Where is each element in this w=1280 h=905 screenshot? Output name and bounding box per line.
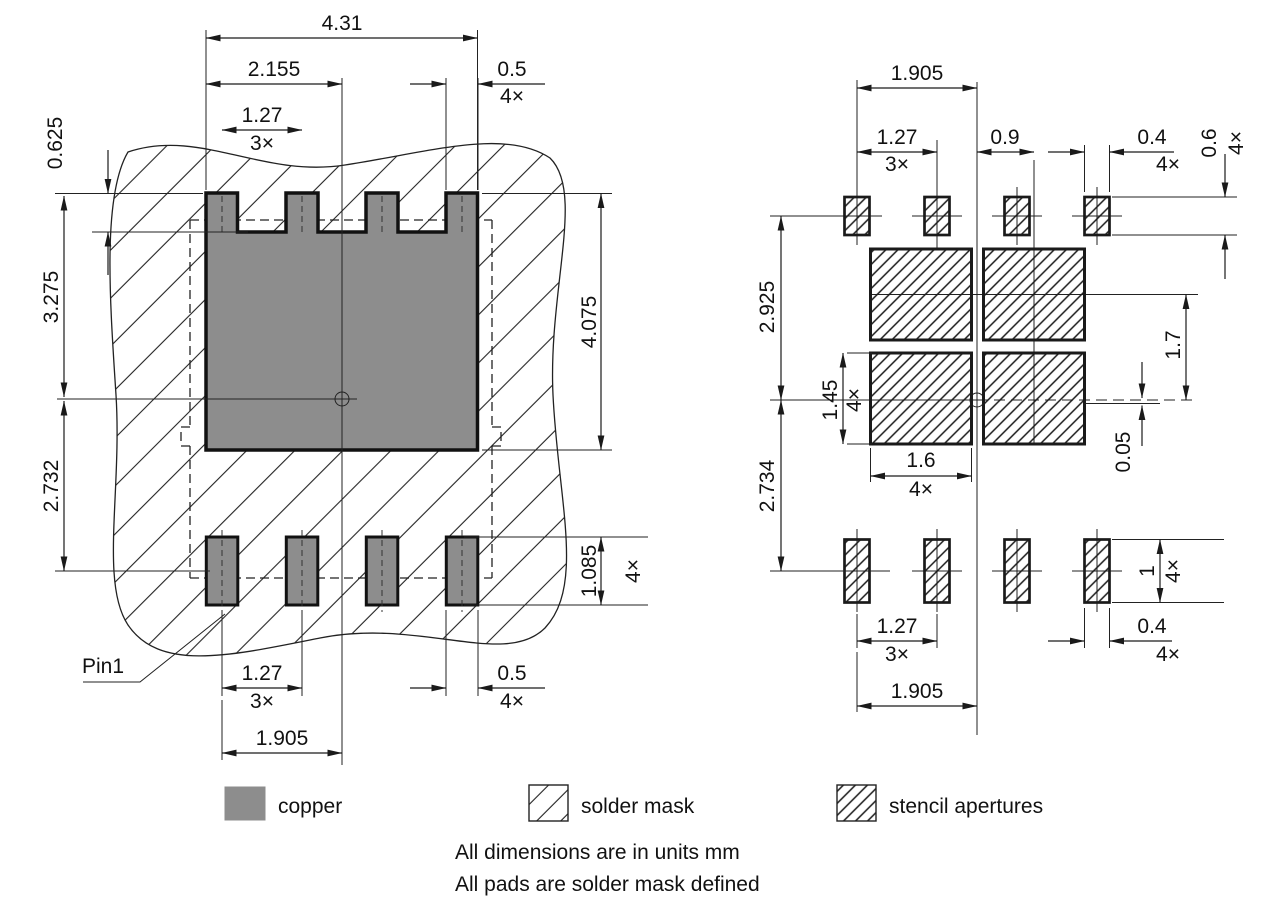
- dim-thermal-aperture-height-qty: 4×: [843, 388, 866, 412]
- dim-pad-width: 4.31: [322, 12, 363, 35]
- legend: copper solder mask stencil apertures All…: [224, 784, 1043, 896]
- dim-bottom-pin-width: 0.5: [497, 662, 526, 685]
- dim-bottom-pitch-qty: 3×: [250, 690, 274, 713]
- dim-top-pin-width: 0.5: [497, 58, 526, 81]
- aperture: [923, 195, 951, 237]
- aperture: [982, 351, 1086, 446]
- dim-top-pin-width-qty: 4×: [500, 85, 524, 108]
- dim-bottom-aperture-height-qty: 4×: [1162, 559, 1185, 583]
- dim-row-offset: 1.7: [1162, 330, 1185, 359]
- dim-top-aperture-height-qty: 4×: [1225, 131, 1248, 155]
- aperture: [843, 195, 871, 237]
- dim-center-to-bottom-apertures: 2.734: [756, 459, 779, 512]
- dim-top-pitch: 1.27: [877, 126, 918, 149]
- legend-solder-mask-label: solder mask: [581, 795, 695, 818]
- dim-center-to-bottom-pads: 2.732: [40, 460, 63, 513]
- pin1-label: Pin1: [82, 655, 124, 678]
- top-pin-apertures: [843, 195, 1111, 237]
- dim-bottom-aperture-width: 0.4: [1137, 615, 1167, 638]
- dim-center-offset: 0.05: [1112, 432, 1135, 473]
- left-dimension-lines: [60, 34, 605, 757]
- aperture: [1083, 538, 1111, 604]
- aperture: [1003, 195, 1031, 237]
- dim-bottom-pitch-qty: 3×: [885, 643, 909, 666]
- aperture: [1083, 195, 1111, 237]
- dim-top-aperture-width: 0.4: [1137, 126, 1167, 149]
- legend-copper-label: copper: [278, 795, 342, 818]
- dim-bottom-aperture-height: 1: [1136, 565, 1159, 577]
- dim-bottom-pad-height-qty: 4×: [622, 559, 645, 583]
- aperture: [869, 351, 973, 446]
- dim-bottom-pitch: 1.27: [242, 662, 283, 685]
- left-center-lines: [57, 78, 357, 765]
- dim-center-to-top-apertures: 2.925: [756, 281, 779, 334]
- dim-notch-depth: 0.625: [44, 117, 67, 170]
- note-units: All dimensions are in units mm: [455, 841, 740, 864]
- left-view-copper-soldermask: 4.31 2.155 0.5 4× 1.27 3× 0.625 3.275 2.…: [40, 12, 648, 765]
- dim-top-pitch-qty: 3×: [885, 153, 909, 176]
- right-view-stencil: 1.905 1.27 3× 0.9 0.4 4× 0.6 4× 2.925 2.…: [756, 62, 1248, 735]
- dim-pin1-to-center-top: 1.905: [891, 62, 944, 85]
- center-mark: [334, 391, 350, 407]
- note-pads: All pads are solder mask defined: [455, 873, 760, 896]
- dim-thermal-aperture-width: 1.6: [906, 449, 935, 472]
- dim-bottom-pad-height: 1.085: [578, 545, 601, 598]
- right-dimension-lines: [777, 84, 1229, 710]
- thermal-apertures: [869, 247, 1086, 446]
- dim-pad-height: 4.075: [578, 296, 601, 349]
- copper-swatch: [224, 786, 266, 821]
- left-extension-lines: [55, 30, 648, 760]
- dim-bottom-pin-width-qty: 4×: [500, 690, 524, 713]
- left-pin-centerlines: [221, 196, 463, 612]
- dim-thermal-aperture-width-qty: 4×: [909, 478, 933, 501]
- dim-top-aperture-width-qty: 4×: [1156, 153, 1180, 176]
- stencil-apertures-swatch: [836, 784, 877, 822]
- dim-pad-half-width: 2.155: [248, 58, 301, 81]
- aperture: [869, 247, 973, 342]
- aperture: [1003, 538, 1031, 604]
- solder-mask-swatch: [528, 784, 569, 822]
- dim-center-to-column: 0.9: [990, 126, 1019, 149]
- dim-bottom-aperture-width-qty: 4×: [1156, 643, 1180, 666]
- dim-center-to-pad-top: 3.275: [40, 271, 63, 324]
- dim-thermal-aperture-height: 1.45: [819, 380, 842, 421]
- dim-pin1-to-center-bottom: 1.905: [891, 680, 944, 703]
- left-dimension-labels: 4.31 2.155 0.5 4× 1.27 3× 0.625 3.275 2.…: [40, 12, 645, 750]
- dim-top-pitch-qty: 3×: [250, 132, 274, 155]
- dim-bottom-pitch: 1.27: [877, 615, 918, 638]
- right-dimension-labels: 1.905 1.27 3× 0.9 0.4 4× 0.6 4× 2.925 2.…: [756, 62, 1248, 703]
- aperture: [923, 538, 951, 604]
- dim-top-aperture-height: 0.6: [1198, 128, 1221, 157]
- dim-top-pitch: 1.27: [242, 104, 283, 127]
- legend-stencil-apertures-label: stencil apertures: [889, 795, 1043, 818]
- dim-pin1-to-center: 1.905: [256, 727, 309, 750]
- aperture: [982, 247, 1086, 342]
